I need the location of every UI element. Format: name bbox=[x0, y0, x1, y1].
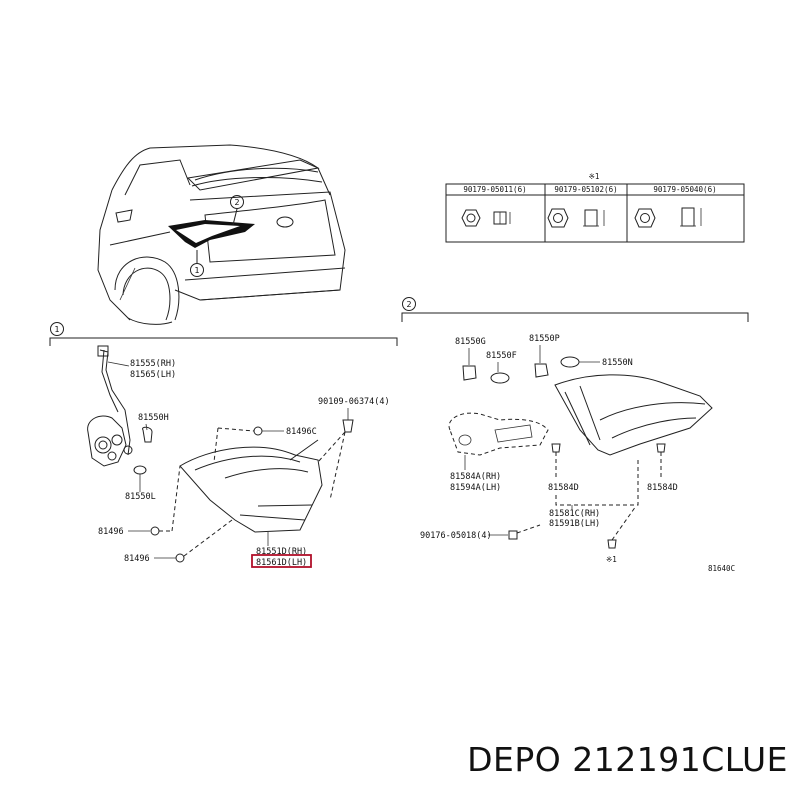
svg-text:81550H: 81550H bbox=[138, 413, 169, 423]
table-note: ※1 bbox=[589, 172, 600, 181]
svg-text:81550L: 81550L bbox=[125, 492, 156, 502]
highlight-box bbox=[251, 554, 312, 568]
part-number-title: DEPO 212191CLUE bbox=[467, 740, 788, 779]
svg-text:90176-05018(4): 90176-05018(4) bbox=[420, 531, 492, 541]
reflector-bracket bbox=[448, 412, 549, 456]
illustration-code: 81640C bbox=[708, 564, 735, 573]
section-1-callout bbox=[50, 322, 64, 336]
tail-lamp-inner bbox=[554, 374, 713, 456]
car-callout-2: 2 bbox=[230, 195, 244, 226]
svg-text:81591B(LH): 81591B(LH) bbox=[549, 519, 600, 529]
table-header-2: 90179-05102(6) bbox=[554, 185, 617, 194]
svg-text:81496: 81496 bbox=[98, 527, 124, 537]
highlighted-part-number: 81561D(LH) bbox=[256, 558, 307, 568]
svg-text:2: 2 bbox=[234, 198, 239, 207]
flange-nut-icon bbox=[547, 208, 605, 228]
table-header-3: 90179-05040(6) bbox=[653, 185, 716, 194]
svg-text:81584D: 81584D bbox=[647, 483, 678, 493]
tail-lamp-lh bbox=[179, 439, 323, 533]
svg-text:81550N: 81550N bbox=[602, 358, 633, 368]
svg-text:81551D(RH): 81551D(RH) bbox=[256, 547, 307, 557]
lamp-socket-assembly bbox=[87, 345, 133, 467]
svg-text:1: 1 bbox=[194, 266, 199, 275]
svg-text:90109-06374(4): 90109-06374(4) bbox=[318, 397, 390, 407]
car-illustration bbox=[97, 144, 346, 325]
fastener-table: ※1 90179-05011(6) 90179-05102(6) 90179-0… bbox=[445, 172, 745, 243]
svg-text:81550G: 81550G bbox=[455, 337, 486, 347]
nut-icon bbox=[634, 207, 702, 228]
svg-text:81565(LH): 81565(LH) bbox=[130, 370, 176, 380]
svg-text:81594A(LH): 81594A(LH) bbox=[450, 483, 501, 493]
svg-text:81550F: 81550F bbox=[486, 351, 517, 361]
svg-text:2: 2 bbox=[406, 300, 411, 309]
svg-text:81550P: 81550P bbox=[529, 334, 560, 344]
svg-text:81581C(RH): 81581C(RH) bbox=[549, 509, 600, 519]
section-2: 2 81550G 81550F 81550P 81550N 81584A(RH)… bbox=[401, 297, 749, 573]
svg-text:81584D: 81584D bbox=[548, 483, 579, 493]
nut-icon bbox=[461, 209, 511, 227]
section-2-callout bbox=[402, 297, 416, 311]
car-callout-1: 1 bbox=[190, 250, 204, 277]
table-header-1: 90179-05011(6) bbox=[463, 185, 526, 194]
svg-text:81496C: 81496C bbox=[286, 427, 317, 437]
svg-text:※1: ※1 bbox=[606, 555, 617, 564]
svg-text:81496: 81496 bbox=[124, 554, 150, 564]
svg-text:81555(RH): 81555(RH) bbox=[130, 359, 176, 369]
section-1: 1 81555(RH) 81565(LH) 81550H 81550L bbox=[49, 322, 398, 568]
svg-text:81584A(RH): 81584A(RH) bbox=[450, 472, 501, 482]
svg-text:1: 1 bbox=[54, 325, 59, 334]
